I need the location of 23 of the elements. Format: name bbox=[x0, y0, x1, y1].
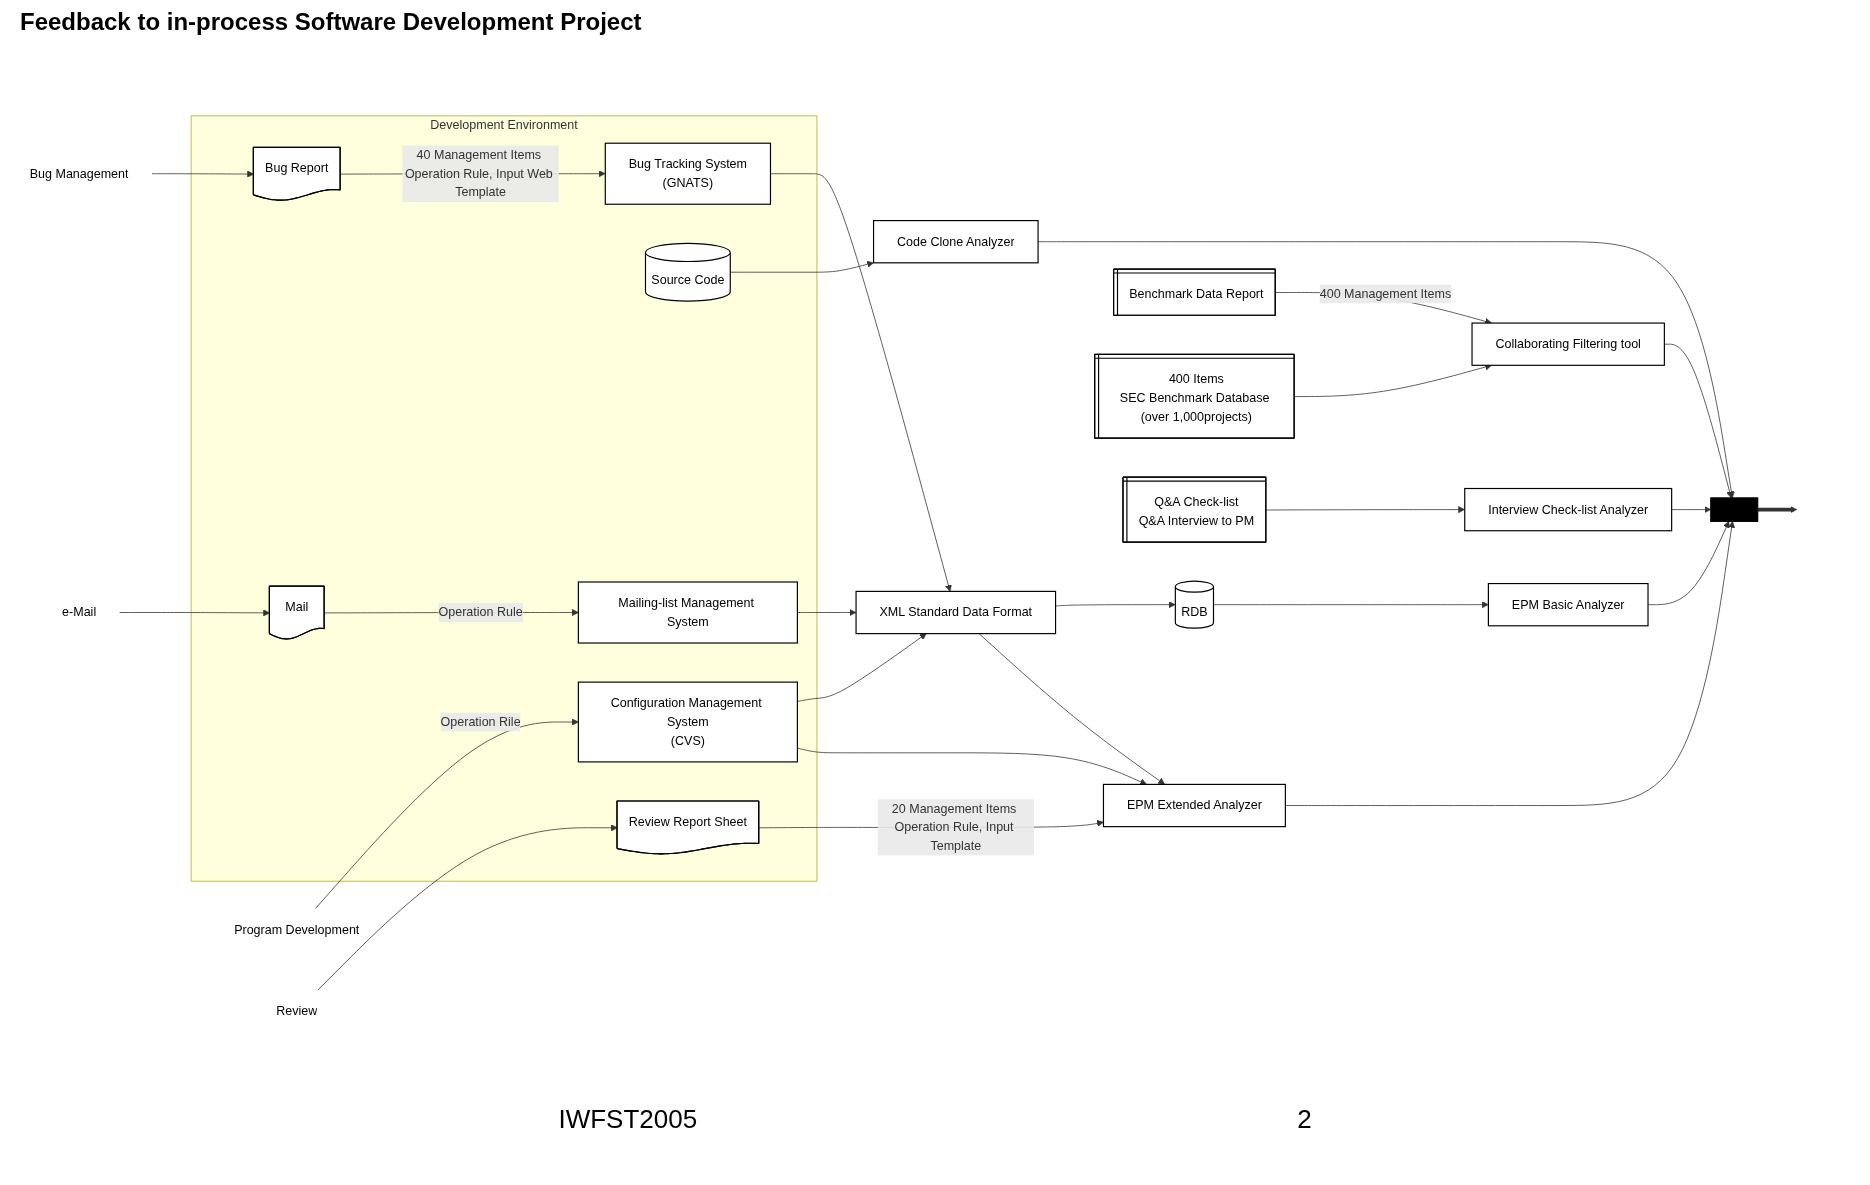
edge-label: 400 Management Items bbox=[1319, 286, 1452, 301]
node-text: Bug Management bbox=[29, 166, 129, 180]
node-box: Collaborating Filtering tool bbox=[1471, 322, 1665, 366]
edge-label: 40 Management Items Operation Rule, Input Web Template bbox=[404, 147, 553, 199]
node-box: EPM Extended Analyzer bbox=[1102, 783, 1286, 828]
diagram-title: Feedback to in-process Software Development Project bbox=[19, 7, 643, 37]
node-box: Mailing-list Management System bbox=[577, 581, 798, 644]
node-box: Configuration Management System (CVS) bbox=[577, 681, 798, 763]
node-text: e-Mail bbox=[62, 605, 97, 619]
node-box: Interview Check-list Analyzer bbox=[1464, 487, 1673, 532]
node-text: Review bbox=[276, 1004, 318, 1018]
node-bar bbox=[1710, 497, 1759, 522]
edge-label: 20 Management Items Operation Rule, Input Template bbox=[891, 801, 1017, 853]
node-box: Bug Tracking System (GNATS) bbox=[604, 142, 772, 205]
node-text: Program Development bbox=[234, 922, 360, 936]
node-box: Code Clone Analyzer bbox=[872, 220, 1039, 264]
edge-label: Operation Rule bbox=[438, 605, 523, 619]
footer-text: 2 bbox=[1297, 1104, 1312, 1135]
node-box: EPM Basic Analyzer bbox=[1487, 582, 1649, 627]
edge-label: Operation Rile bbox=[440, 714, 521, 729]
footer-text: IWFST2005 bbox=[558, 1104, 698, 1135]
node-box: XML Standard Data Format bbox=[855, 590, 1057, 635]
arrow bbox=[1757, 506, 1798, 514]
